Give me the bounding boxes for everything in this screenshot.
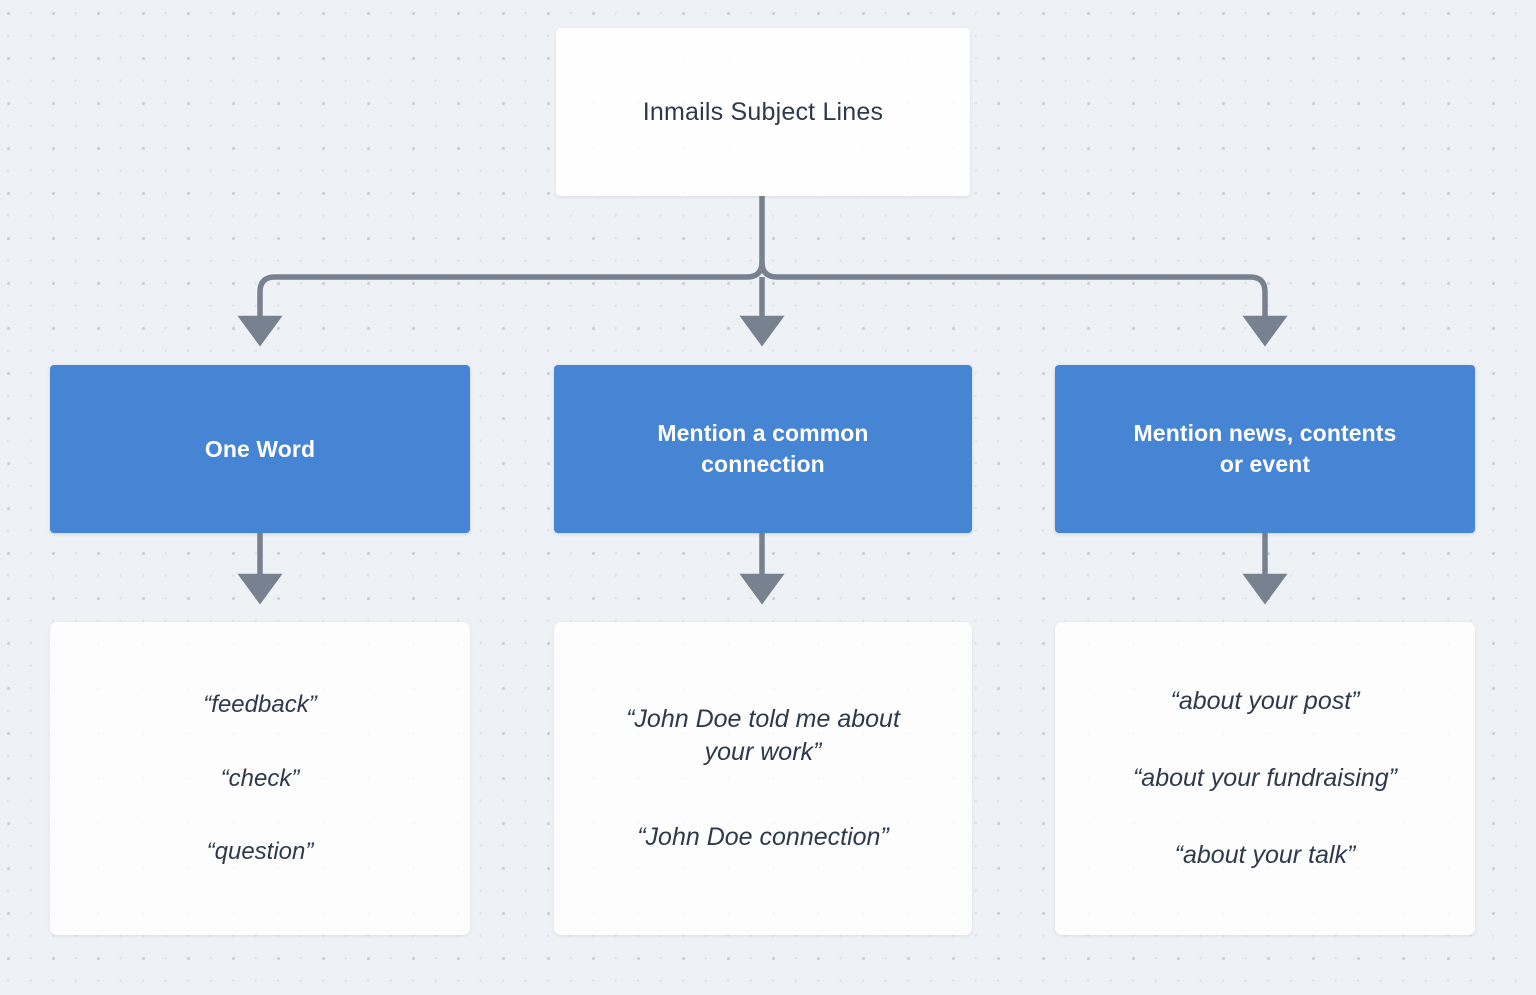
connector-bus-left (237, 261, 765, 347)
example-item: “about your fundraising” (1132, 764, 1398, 792)
root-node[interactable]: Inmails Subject Lines (556, 28, 970, 196)
example-list: “about your post” “about your fundraisin… (1055, 663, 1475, 894)
category-node-one-word[interactable]: One Word (50, 365, 470, 533)
example-item: “question” (206, 838, 314, 866)
example-item: “feedback” (203, 690, 317, 718)
example-item: “John Doe connection” (637, 823, 889, 851)
example-list: “John Doe told me about your work” “John… (554, 677, 972, 880)
root-node-label: Inmails Subject Lines (642, 97, 884, 126)
example-node-common-connection[interactable]: “John Doe told me about your work” “John… (554, 622, 972, 935)
example-item: “about your talk” (1174, 841, 1356, 869)
connector-bus-right (759, 261, 1288, 347)
category-node-label: One Word (204, 435, 316, 462)
category-node-label: Mention news, contents or event (1133, 420, 1397, 477)
category-node-label: Mention a common connection (657, 420, 869, 477)
category-node-news-contents-event[interactable]: Mention news, contents or event (1055, 365, 1475, 533)
example-list: “feedback” “check” “question” (50, 668, 470, 889)
example-item: “about your post” (1170, 687, 1360, 715)
example-node-one-word[interactable]: “feedback” “check” “question” (50, 622, 470, 935)
example-node-news-contents-event[interactable]: “about your post” “about your fundraisin… (1055, 622, 1475, 935)
example-item: “John Doe told me about your work” (626, 705, 900, 766)
category-node-common-connection[interactable]: Mention a common connection (554, 365, 972, 533)
example-item: “check” (220, 764, 300, 792)
